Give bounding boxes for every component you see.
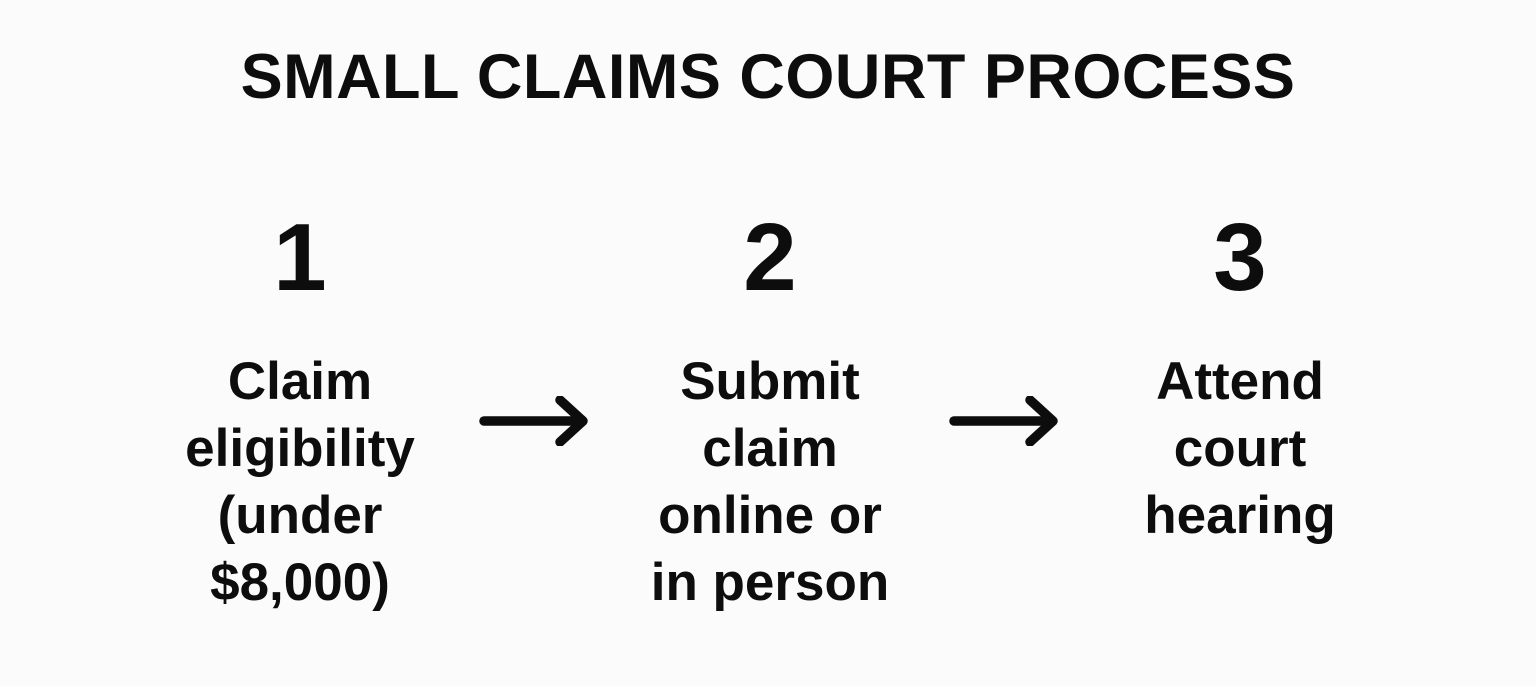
process-steps-row: 1 Claim eligibility (under $8,000) 2 Sub…	[150, 210, 1390, 616]
arrow-right-icon	[479, 396, 591, 446]
step-label-line: hearing	[1144, 486, 1336, 545]
process-step-2: 2 Submit claim online or in person	[620, 210, 920, 616]
step-label-line: Submit	[680, 352, 860, 411]
step-number-1: 1	[273, 204, 327, 311]
step-number-3: 3	[1213, 204, 1267, 311]
step-label-1: Claim eligibility (under $8,000)	[150, 348, 450, 616]
step-number-2: 2	[743, 204, 797, 311]
step-label-line: claim	[702, 419, 838, 478]
step-label-line: online or	[658, 486, 882, 545]
step-label-line: (under	[217, 486, 383, 545]
page-title: SMALL CLAIMS COURT PROCESS	[240, 42, 1296, 112]
step-label-2: Submit claim online or in person	[620, 348, 920, 616]
step-label-line: court	[1173, 419, 1307, 478]
step-label-line: eligibility	[185, 419, 415, 478]
step-label-3: Attend court hearing	[1090, 348, 1390, 549]
process-step-3: 3 Attend court hearing	[1090, 210, 1390, 549]
step-label-line: $8,000)	[210, 553, 390, 612]
arrow-right-icon	[949, 396, 1061, 446]
process-step-1: 1 Claim eligibility (under $8,000)	[150, 210, 450, 616]
step-label-line: Attend	[1156, 352, 1324, 411]
step-label-line: in person	[650, 553, 890, 612]
step-label-line: Claim	[227, 352, 373, 411]
